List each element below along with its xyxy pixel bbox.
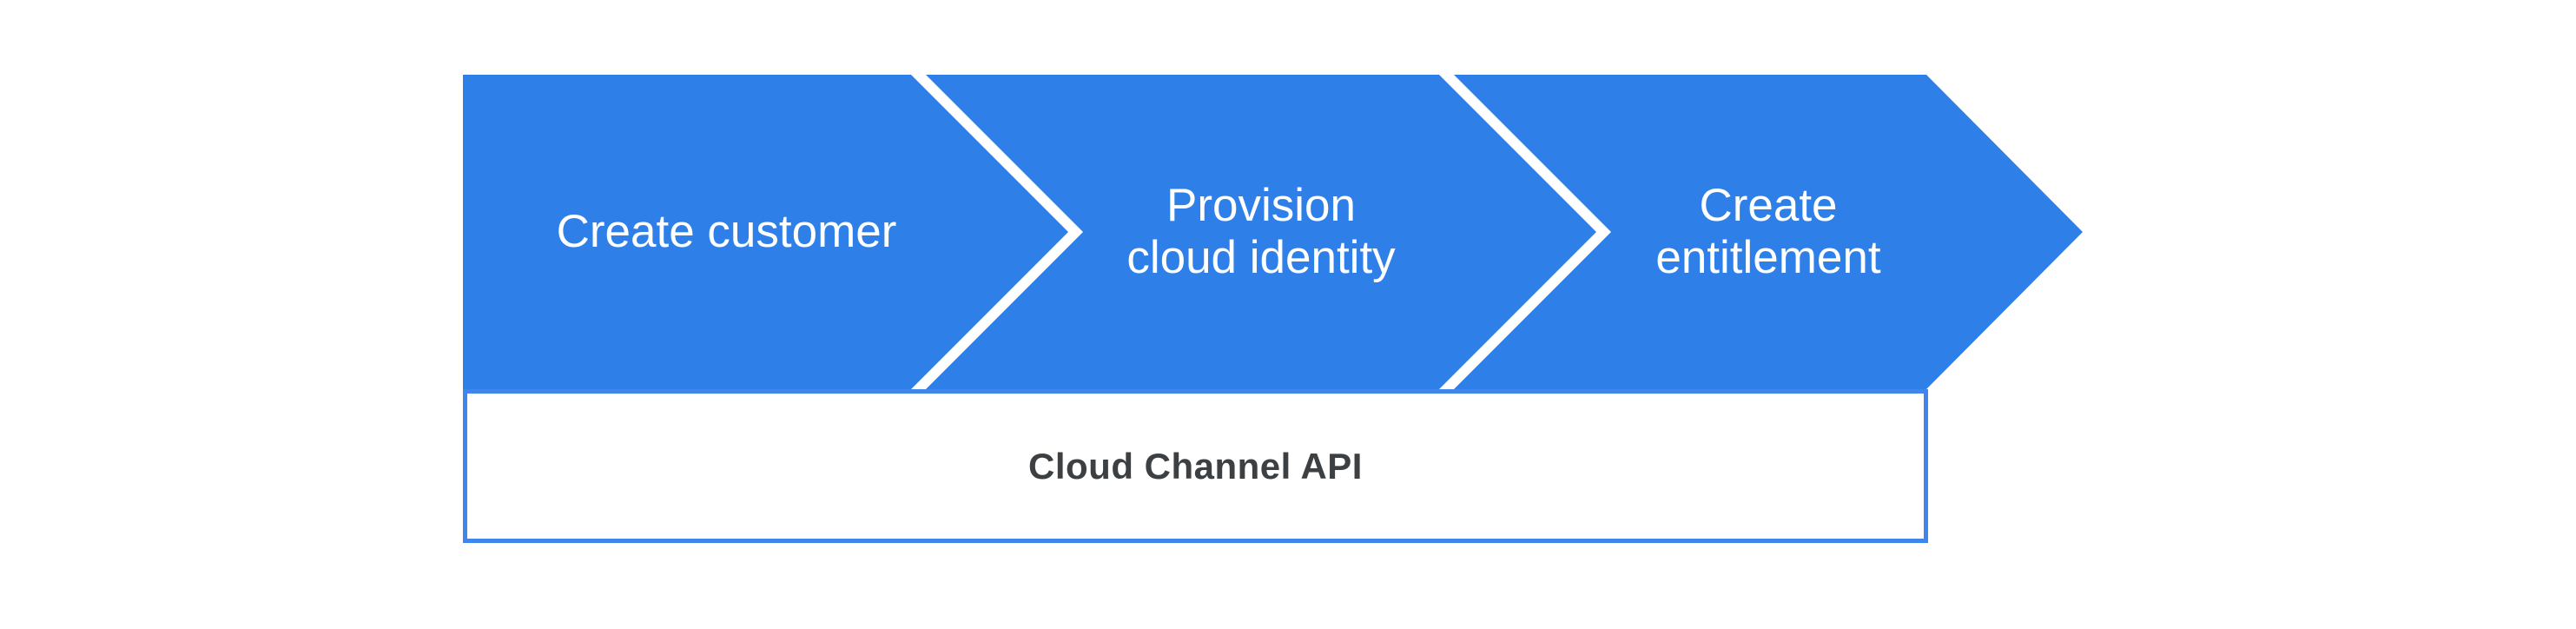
cloud-channel-api-box: Cloud Channel API — [463, 389, 1928, 543]
cloud-channel-api-label: Cloud Channel API — [1028, 445, 1363, 487]
